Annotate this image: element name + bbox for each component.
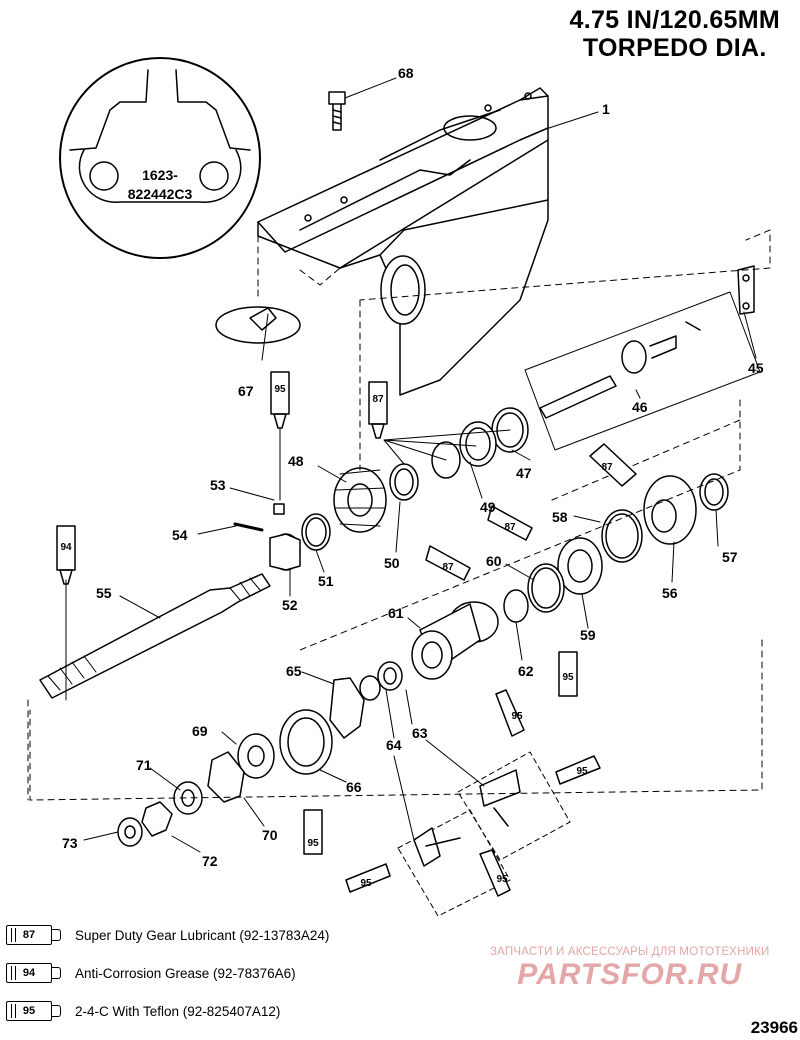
tube-95-b <box>558 651 578 697</box>
callout-63: 63 <box>412 725 428 741</box>
clip-45 <box>737 265 755 315</box>
watermark: ЗАПЧАСТИ И АКСЕССУАРЫ ДЛЯ МОТОТЕХНИКИ PA… <box>490 946 770 992</box>
tube-label-87-c: 87 <box>504 522 516 533</box>
tube-87-c <box>487 505 533 541</box>
title-line-2: TORPEDO DIA. <box>582 34 767 62</box>
tube-95-c <box>495 689 525 737</box>
pinion-gear-48 <box>333 467 387 533</box>
tube-94 <box>56 525 76 585</box>
clutch-group-51-52 <box>269 513 331 571</box>
callout-49: 49 <box>480 499 496 515</box>
bearing-group-59-62 <box>503 537 603 623</box>
legend-text-95: 2-4-C With Teflon (92-825407A12) <box>75 1003 281 1019</box>
assembly-lines <box>27 229 771 801</box>
callout-57: 57 <box>722 549 738 565</box>
tube-label-87-a: 87 <box>372 394 384 405</box>
tube-label-95-g: 95 <box>496 874 508 885</box>
shift-shaft-46 <box>524 291 761 451</box>
tube-code-labels: 87 95 94 87 87 87 95 95 95 95 95 95 <box>60 384 613 889</box>
callout-59: 59 <box>580 627 596 643</box>
callout-numbers: 1 45 46 47 48 49 50 51 52 53 54 55 56 57… <box>62 65 764 869</box>
figure-number: 23966 <box>750 1018 798 1037</box>
tube-95-icon: 95 <box>6 1001 61 1021</box>
legend-text-87: Super Duty Gear Lubricant (92-13783A24) <box>75 927 330 943</box>
gear-housing <box>257 87 549 396</box>
callout-54: 54 <box>172 527 188 543</box>
callout-68: 68 <box>398 65 414 81</box>
tube-label-95-e: 95 <box>576 766 588 777</box>
diagram-title: 4.75 IN/120.65MM TORPEDO DIA. <box>570 6 780 62</box>
callout-71: 71 <box>136 757 152 773</box>
tube-label-95-b: 95 <box>562 672 574 683</box>
callout-56: 56 <box>662 585 678 601</box>
callout-45: 45 <box>748 360 764 376</box>
callout-67: 67 <box>238 383 254 399</box>
leader-lines <box>65 77 757 853</box>
tube-87-icon: 87 <box>6 925 61 945</box>
lubricant-legend: 87 Super Duty Gear Lubricant (92-13783A2… <box>6 922 329 1036</box>
tube-87-d <box>425 545 471 581</box>
forward-gear-56 <box>601 473 729 563</box>
callout-46: 46 <box>632 399 648 415</box>
callout-52: 52 <box>282 597 298 613</box>
callout-47: 47 <box>516 465 532 481</box>
small-parts-53-54 <box>233 503 285 532</box>
gear-detail-box <box>397 751 571 917</box>
watermark-logo: PARTSFOR.RU <box>517 958 743 991</box>
callout-65: 65 <box>286 663 302 679</box>
bearing-group-47-49 <box>389 407 529 501</box>
callout-61: 61 <box>388 605 404 621</box>
tube-label-87-b: 87 <box>601 462 613 473</box>
inset-line-1: 1623- <box>142 167 178 183</box>
callout-51: 51 <box>318 573 334 589</box>
callout-72: 72 <box>202 853 218 869</box>
title-line-1: 4.75 IN/120.65MM <box>569 6 780 34</box>
tube-87-code: 87 <box>6 925 52 945</box>
callout-62: 62 <box>518 663 534 679</box>
callout-60: 60 <box>486 553 502 569</box>
callout-70: 70 <box>262 827 278 843</box>
tube-label-95-a: 95 <box>274 384 286 395</box>
drive-shaft-55 <box>39 573 271 699</box>
tube-95-d <box>303 809 323 855</box>
tube-label-95-d: 95 <box>307 838 319 849</box>
tube-95-e <box>555 755 601 785</box>
tube-label-94: 94 <box>60 542 72 553</box>
bolt-68 <box>328 91 346 131</box>
watermark-tagline: ЗАПЧАСТИ И АКСЕССУАРЫ ДЛЯ МОТОТЕХНИКИ <box>490 946 770 958</box>
bearing-carrier-61 <box>411 601 499 680</box>
inset-detail: 1623- 822442C3 <box>59 57 261 259</box>
legend-item-94: 94 Anti-Corrosion Grease (92-78376A6) <box>6 960 329 986</box>
tube-87-b <box>589 443 637 487</box>
callout-73: 73 <box>62 835 78 851</box>
callout-50: 50 <box>384 555 400 571</box>
tube-95-a <box>270 371 290 429</box>
callout-1: 1 <box>602 101 610 117</box>
legend-item-87: 87 Super Duty Gear Lubricant (92-13783A2… <box>6 922 329 948</box>
prop-hardware <box>117 677 365 847</box>
callout-55: 55 <box>96 585 112 601</box>
anode-plate-67 <box>215 306 301 344</box>
callout-69: 69 <box>192 723 208 739</box>
callout-53: 53 <box>210 477 226 493</box>
callout-66: 66 <box>346 779 362 795</box>
seals-63-64 <box>359 661 403 701</box>
tube-94-icon: 94 <box>6 963 61 983</box>
callout-58: 58 <box>552 509 568 525</box>
tube-94-code: 94 <box>6 963 52 983</box>
tube-label-95-f: 95 <box>360 878 372 889</box>
tube-95-f <box>345 863 391 893</box>
tube-95-g <box>479 849 511 897</box>
callout-48: 48 <box>288 453 304 469</box>
tube-87-a <box>368 381 388 439</box>
legend-text-94: Anti-Corrosion Grease (92-78376A6) <box>75 965 296 981</box>
tube-label-87-d: 87 <box>442 562 454 573</box>
lubricant-tubes <box>56 371 637 897</box>
legend-item-95: 95 2-4-C With Teflon (92-825407A12) <box>6 998 329 1024</box>
inset-line-2: 822442C3 <box>128 186 193 202</box>
callout-64: 64 <box>386 737 402 753</box>
tube-95-code: 95 <box>6 1001 52 1021</box>
tube-label-95-c: 95 <box>511 711 523 722</box>
